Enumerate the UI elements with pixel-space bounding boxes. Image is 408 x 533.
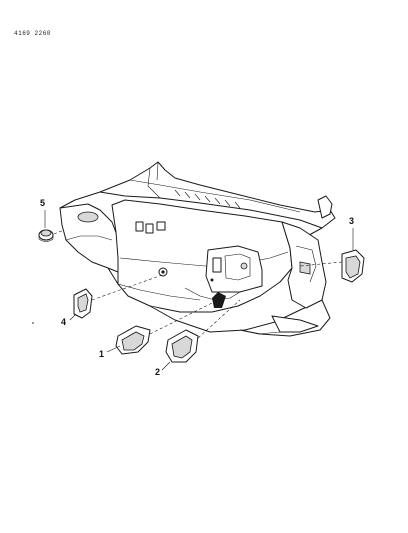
callout-1: 1: [99, 349, 105, 359]
part-1-insulator: [115, 325, 151, 355]
dash-panel-body: [59, 161, 336, 337]
part-3-insulator: [341, 249, 365, 283]
part-5-grommet: [38, 229, 54, 242]
callout-2: 2: [155, 367, 161, 377]
figure-reference: 4169 2260: [14, 30, 51, 37]
callout-5: 5: [40, 198, 46, 208]
part-4-insulator: [73, 288, 93, 319]
part-2-insulator: [165, 329, 199, 363]
callout-4: 4: [61, 317, 67, 327]
callout-3: 3: [349, 216, 355, 226]
